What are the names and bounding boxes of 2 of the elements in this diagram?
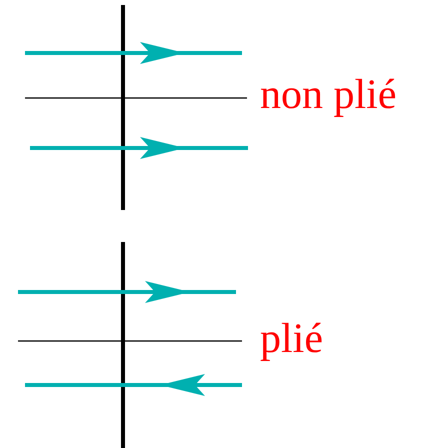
text-label: plié bbox=[260, 318, 323, 360]
text-label: non plié bbox=[260, 74, 396, 116]
